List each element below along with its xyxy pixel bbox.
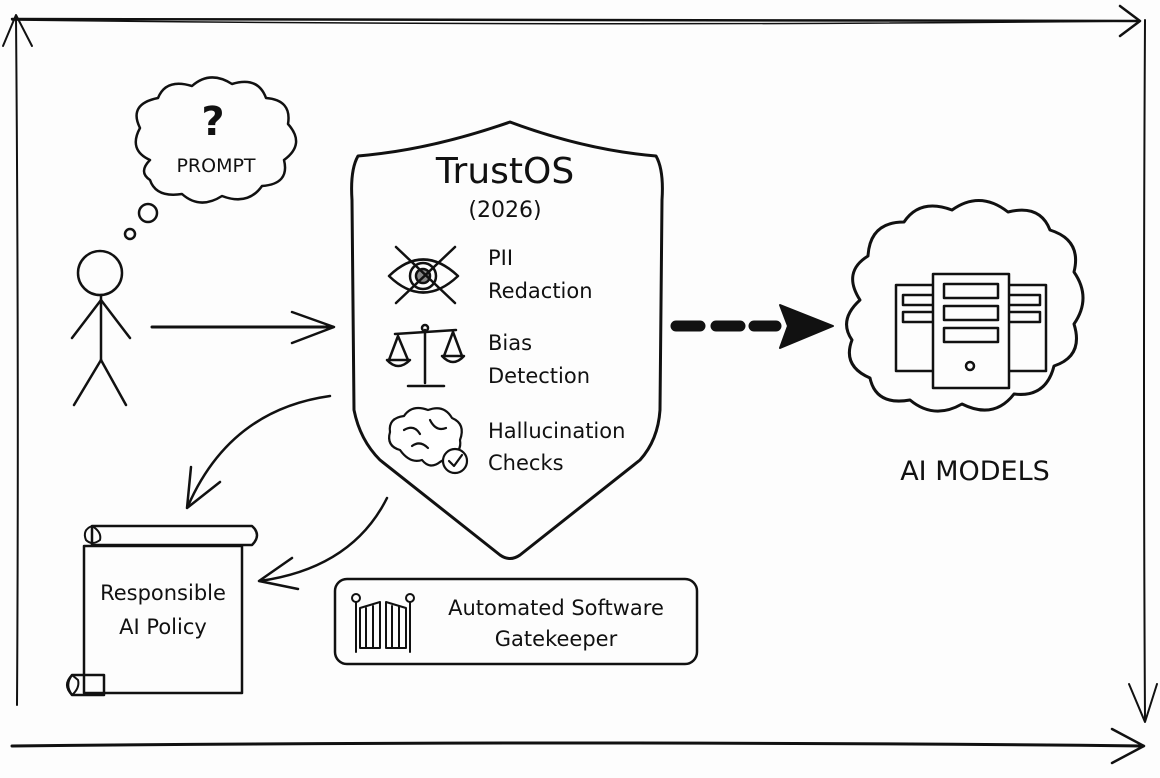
feature-label-line1: PII: [488, 246, 513, 270]
ai-models-cloud: AI MODELS: [845, 199, 1085, 487]
frame-left-arrow: [2, 14, 33, 706]
user-stick-figure-icon: [70, 249, 132, 407]
feature-label-line1: Hallucination: [488, 419, 625, 443]
gatekeeper-line2: Gatekeeper: [495, 627, 618, 651]
trustos-year: (2026): [468, 198, 541, 223]
eye-crossed-icon: [387, 245, 460, 305]
curved-arrow-to-policy-upper: [185, 394, 332, 510]
feature-pii-redaction: PII Redaction: [387, 245, 593, 305]
frame-top-arrow: [10, 4, 1142, 38]
thought-dot-small: [123, 227, 137, 241]
curved-arrow-to-policy-lower: [257, 496, 389, 591]
feature-label-line2: Checks: [488, 451, 564, 475]
feature-label-line1: Bias: [488, 331, 532, 355]
brain-check-icon: [388, 406, 469, 475]
feature-label-line2: Redaction: [488, 279, 593, 303]
thought-dot-large: [137, 202, 159, 224]
policy-line1: Responsible: [100, 581, 226, 605]
frame-bottom-arrow: [10, 727, 1146, 765]
trustos-title: TrustOS: [435, 151, 574, 192]
gate-icon: [351, 593, 415, 653]
feature-label-line2: Detection: [488, 364, 590, 388]
gatekeeper-line1: Automated Software: [448, 596, 664, 620]
thought-bubble: ? PROMPT: [123, 76, 298, 241]
dashed-arrow-trustos-to-models: [670, 304, 834, 349]
frame-right-arrow: [1128, 19, 1158, 723]
policy-line2: AI Policy: [119, 615, 207, 639]
arrow-user-to-trustos: [150, 310, 336, 345]
feature-hallucination-checks: Hallucination Checks: [388, 406, 625, 475]
automated-gatekeeper-box: Automated Software Gatekeeper: [333, 577, 699, 666]
scales-icon: [385, 323, 466, 388]
server-rack-icon: [894, 272, 1048, 390]
responsible-ai-policy-scroll: Responsible AI Policy: [66, 524, 259, 697]
ai-models-label: AI MODELS: [900, 456, 1050, 487]
prompt-label: PROMPT: [176, 155, 255, 177]
trustos-shield: TrustOS (2026) PII Redaction: [350, 120, 664, 560]
question-mark-icon: ?: [201, 99, 224, 145]
feature-bias-detection: Bias Detection: [385, 323, 590, 388]
